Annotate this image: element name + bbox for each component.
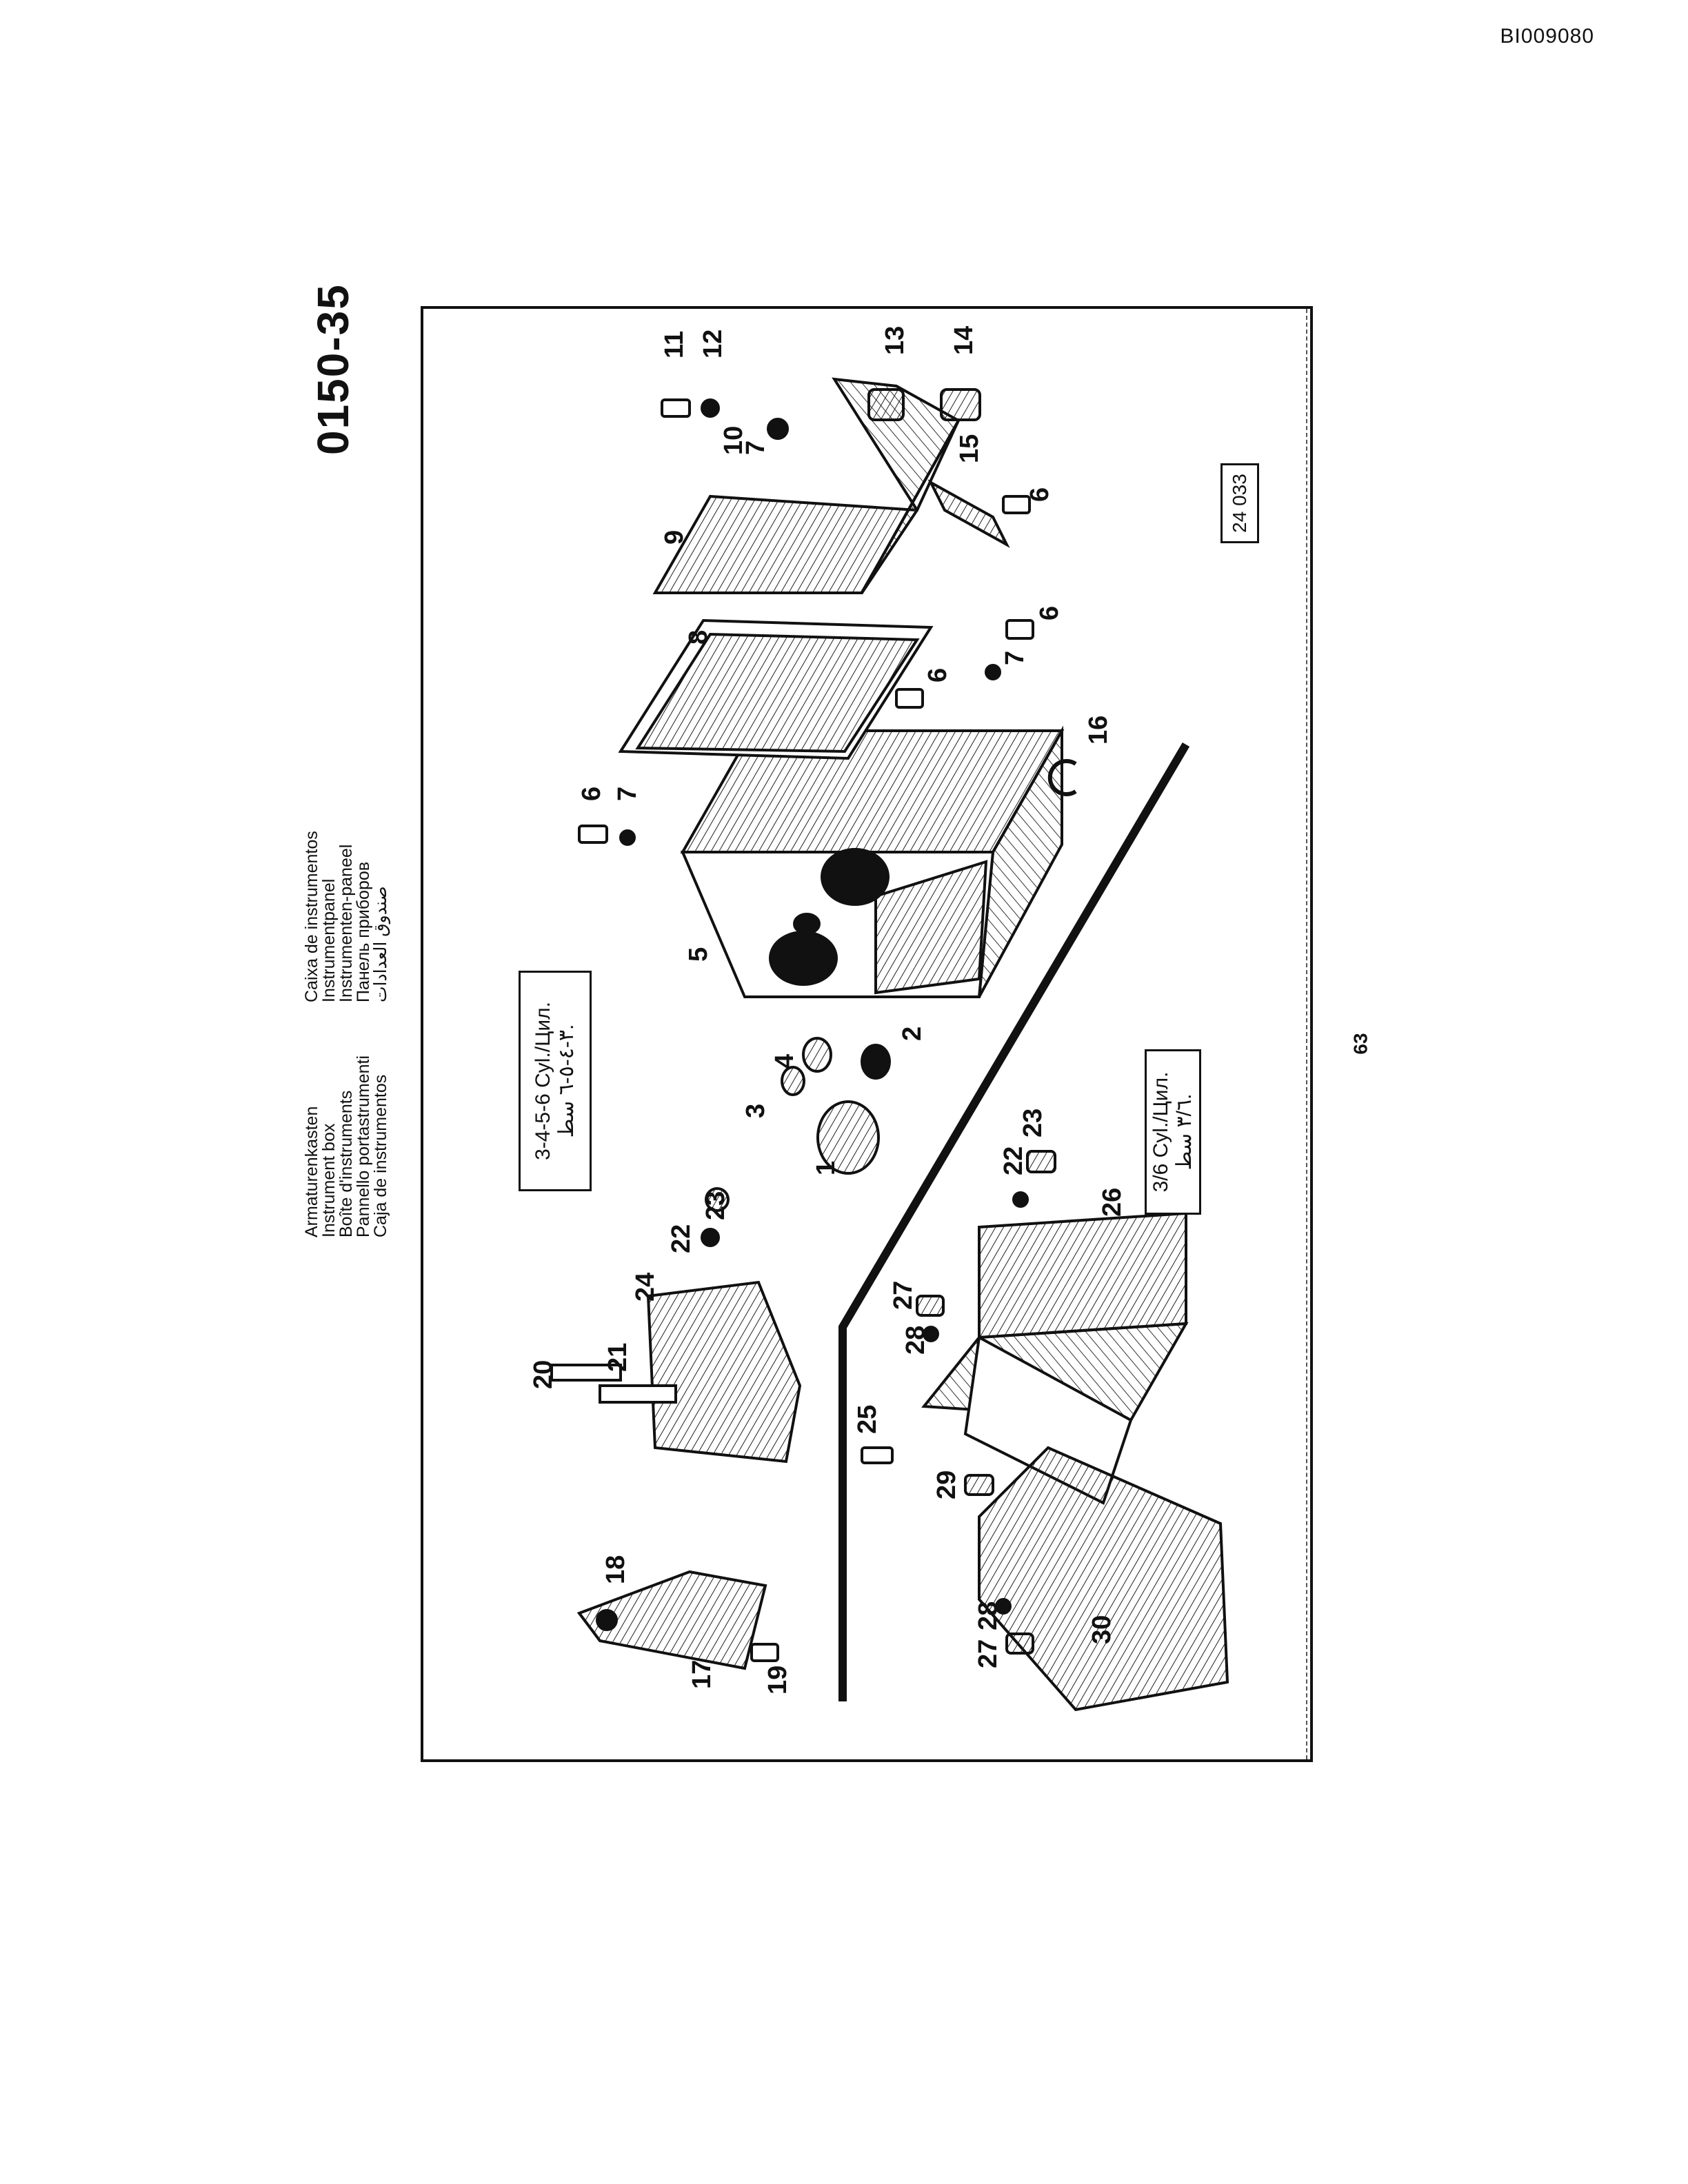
callout-26: 26	[1098, 1188, 1127, 1217]
callout-16: 16	[1084, 716, 1113, 745]
callout-28b: 28	[974, 1601, 1003, 1630]
callout-21: 21	[603, 1343, 632, 1372]
reference-number: 24 033	[1229, 474, 1250, 533]
callout-27a: 27	[889, 1281, 918, 1310]
callout-6d: 6	[923, 668, 952, 682]
callout-18: 18	[601, 1555, 630, 1584]
callout-6a: 6	[577, 787, 606, 801]
callout-23b: 23	[1018, 1109, 1047, 1138]
gauge-parts-1-4	[781, 1037, 891, 1175]
callout-9: 9	[660, 530, 689, 545]
callout-19: 19	[763, 1666, 792, 1695]
callout-29: 29	[932, 1470, 961, 1499]
callout-30: 30	[1087, 1615, 1116, 1644]
callout-6c: 6	[1035, 606, 1064, 620]
variant-b-line2: ٣/٦ سط.	[1173, 1093, 1196, 1171]
callout-6b: 6	[1025, 487, 1054, 502]
plate-part-24	[550, 1187, 802, 1464]
callout-10: 10	[719, 426, 748, 455]
callout-3: 3	[741, 1104, 770, 1118]
callout-5: 5	[684, 947, 713, 962]
callout-2: 2	[898, 1027, 927, 1041]
bracket-part-18	[576, 1570, 779, 1670]
callout-11: 11	[660, 331, 689, 358]
frame-edge	[1306, 309, 1307, 1759]
callout-22a: 22	[667, 1224, 696, 1253]
callout-4: 4	[770, 1054, 799, 1069]
callout-13: 13	[881, 326, 910, 355]
fasteners-variant-b	[861, 1150, 1056, 1655]
variant-b-line1: 3/6 Cyl./Цил.	[1149, 1071, 1172, 1193]
callout-28a: 28	[901, 1326, 930, 1355]
callout-17: 17	[687, 1660, 716, 1689]
variant-label-3-4-5-6-cyl: 3-4-5-6 Cyl./Цил. ٣-٤-٥-٦ سط.	[519, 971, 592, 1191]
callout-22b: 22	[999, 1146, 1028, 1175]
callout-7c: 7	[1001, 651, 1029, 665]
callout-1: 1	[812, 1161, 841, 1175]
callout-25: 25	[853, 1405, 882, 1434]
variant-a-line2: ٣-٤-٥-٦ سط.	[555, 1024, 578, 1138]
diagram-frame	[421, 306, 1313, 1762]
callout-27b: 27	[974, 1639, 1003, 1668]
fasteners-top	[578, 388, 1077, 846]
callout-7a: 7	[613, 787, 642, 801]
document-id: BI009080	[1500, 25, 1594, 48]
callout-12: 12	[699, 330, 727, 358]
callout-7b: 7	[741, 441, 770, 455]
reference-number-box: 24 033	[1220, 463, 1259, 543]
callout-15: 15	[955, 434, 984, 463]
cover-part-9	[652, 377, 961, 594]
variant-label-3-6-cyl: 3/6 Cyl./Цил. ٣/٦ سط.	[1145, 1049, 1201, 1215]
callout-14: 14	[950, 326, 978, 355]
callout-8: 8	[684, 630, 713, 645]
panel-frame-part-8	[618, 618, 934, 760]
callout-24: 24	[631, 1273, 660, 1302]
strip-part-15	[927, 479, 1010, 548]
cover-part-30	[978, 1446, 1229, 1712]
variant-divider-line	[838, 742, 1190, 1701]
callout-23a: 23	[701, 1191, 730, 1220]
box-part-26	[921, 1211, 1189, 1505]
instrument-box-part-5	[680, 725, 1065, 998]
callout-20: 20	[529, 1360, 558, 1389]
variant-a-line1: 3-4-5-6 Cyl./Цил.	[532, 1002, 554, 1160]
